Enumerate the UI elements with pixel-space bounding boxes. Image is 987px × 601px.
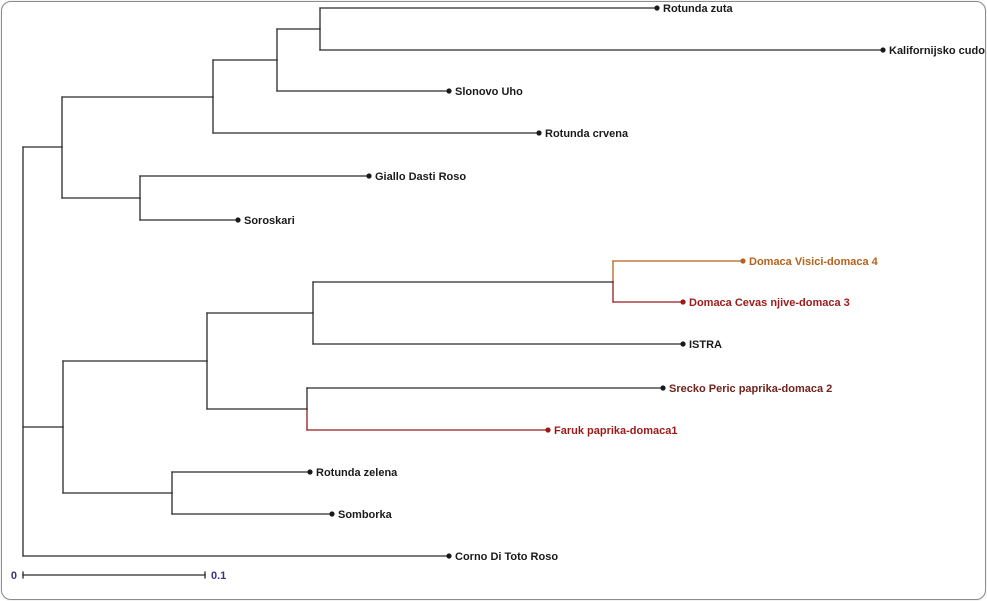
leaf-dot-giallo-dasti-roso[interactable] <box>366 173 372 179</box>
leaf-dot-domaca-visici[interactable] <box>740 258 746 264</box>
leaf-dot-domaca-cevas[interactable] <box>680 299 686 305</box>
leaf-label-rotunda-zelena[interactable]: Rotunda zelena <box>316 467 398 479</box>
leaf-label-rotunda-crvena[interactable]: Rotunda crvena <box>545 128 629 140</box>
leaf-dot-slonovo-uho[interactable] <box>446 88 452 94</box>
leaf-dot-faruk-paprika[interactable] <box>545 427 551 433</box>
leaf-label-faruk-paprika[interactable]: Faruk paprika-domaca1 <box>554 425 678 437</box>
leaf-label-somborka[interactable]: Somborka <box>338 509 393 521</box>
leaf-label-rotunda-zuta[interactable]: Rotunda zuta <box>663 3 734 15</box>
leaf-label-domaca-visici[interactable]: Domaca Visici-domaca 4 <box>749 256 879 268</box>
leaf-dot-kalifornijsko-cudo[interactable] <box>880 47 886 53</box>
leaf-dot-rotunda-zelena[interactable] <box>307 469 313 475</box>
leaf-label-giallo-dasti-roso[interactable]: Giallo Dasti Roso <box>375 171 466 183</box>
leaf-dot-rotunda-zuta[interactable] <box>654 5 660 11</box>
leaf-label-soroskari[interactable]: Soroskari <box>244 215 295 227</box>
leaf-dot-somborka[interactable] <box>329 511 335 517</box>
leaf-label-domaca-cevas[interactable]: Domaca Cevas njive-domaca 3 <box>689 297 850 309</box>
leaf-dot-istra[interactable] <box>680 341 686 347</box>
leaf-dot-rotunda-crvena[interactable] <box>536 130 542 136</box>
leaf-dot-srecko-peric[interactable] <box>660 385 666 391</box>
leaf-label-corno-di-toto-roso[interactable]: Corno Di Toto Roso <box>455 551 558 563</box>
leaf-label-slonovo-uho[interactable]: Slonovo Uho <box>455 86 523 98</box>
leaf-label-srecko-peric[interactable]: Srecko Peric paprika-domaca 2 <box>669 383 832 395</box>
scale-label-right: 0.1 <box>211 570 226 582</box>
leaf-label-kalifornijsko-cudo[interactable]: Kalifornijsko cudo <box>889 45 985 57</box>
leaf-dot-corno-di-toto-roso[interactable] <box>446 553 452 559</box>
scale-label-left: 0 <box>11 570 17 582</box>
leaf-label-istra[interactable]: ISTRA <box>689 339 722 351</box>
leaf-dot-soroskari[interactable] <box>235 217 241 223</box>
